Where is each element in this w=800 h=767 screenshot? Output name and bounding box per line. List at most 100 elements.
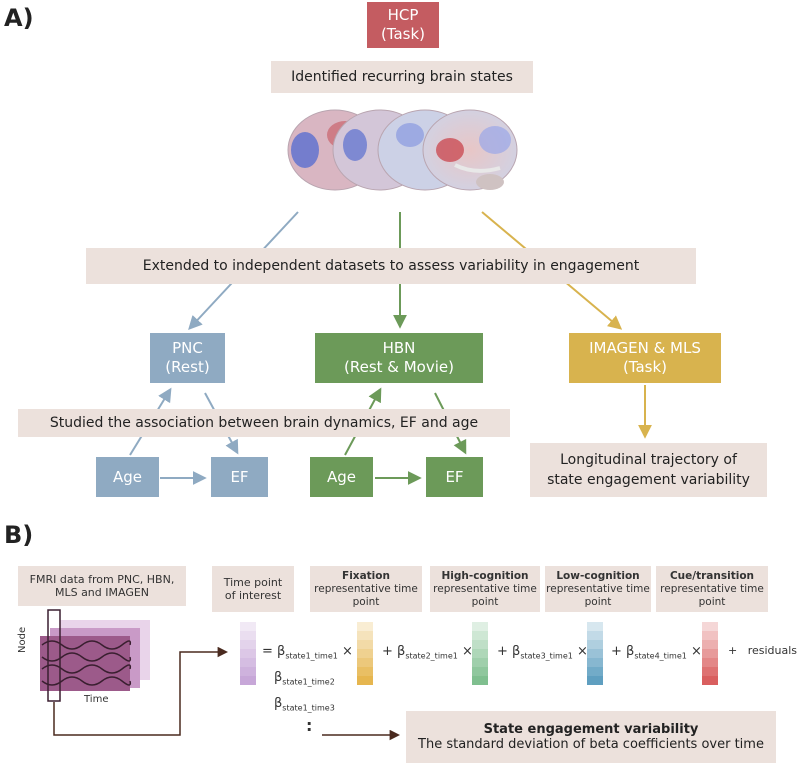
brain-slices-image: [287, 109, 518, 191]
cue-transition-box: Cue/transition representative time point: [656, 566, 768, 612]
low-cognition-column-cell: [587, 622, 603, 631]
panel-b-label: B): [4, 521, 34, 549]
high-cognition-box: High-cognition representative time point: [430, 566, 540, 612]
state-engagement-box: State engagement variability The standar…: [406, 711, 776, 763]
cue-transition-column-cell: [702, 622, 718, 631]
beta-sub-2: state2_time1: [405, 651, 458, 661]
pnc-subtitle: (Rest): [165, 358, 210, 376]
cue-transition-column-cell: [702, 667, 718, 676]
equation-term-2: + βstate2_time1 ×: [382, 644, 473, 661]
state-name-high: High-cognition: [441, 569, 529, 582]
extended-datasets-box: Extended to independent datasets to asse…: [86, 248, 696, 284]
low-cognition-box: Low-cognition representative time point: [545, 566, 651, 612]
beta-sub-4: state4_time1: [634, 651, 687, 661]
low-cognition-column-cell: [587, 676, 603, 685]
beta-time2: βstate1_time2: [274, 670, 335, 687]
high-cognition-column-cell: [472, 631, 488, 640]
sev-desc: The standard deviation of beta coefficie…: [418, 737, 764, 752]
cue-transition-column-cell: [702, 658, 718, 667]
time-point-column-cell: [240, 667, 256, 676]
pnc-title: PNC: [172, 339, 203, 357]
equation-residuals: + residuals: [728, 644, 798, 657]
beta-sub-t2: state1_time2: [282, 677, 335, 687]
time-axis-label: Time: [84, 694, 109, 705]
cue-transition-column-cell: [702, 631, 718, 640]
beta-sub-t3: state1_time3: [282, 703, 335, 713]
high-cognition-column: [472, 622, 488, 685]
time-point-column-cell: [240, 649, 256, 658]
low-cognition-column-cell: [587, 667, 603, 676]
hcp-title: HCP: [387, 6, 419, 24]
equation-term-4: + βstate4_time1 ×: [611, 644, 702, 661]
state-desc-cue: representative time point: [660, 582, 764, 608]
state-name-low: Low-cognition: [556, 569, 640, 582]
cue-transition-column-cell: [702, 640, 718, 649]
pnc-box: PNC (Rest): [150, 333, 225, 383]
equation-term-3: + βstate3_time1 ×: [497, 644, 588, 661]
hbn-subtitle: (Rest & Movie): [343, 358, 454, 376]
beta-sub-3: state3_time1: [520, 651, 573, 661]
hcp-subtitle: (Task): [380, 25, 426, 43]
low-cognition-column: [587, 622, 603, 685]
high-cognition-column-cell: [472, 676, 488, 685]
fixation-column-cell: [357, 631, 373, 640]
state-name-fixation: Fixation: [342, 569, 390, 582]
imagen-mls-box: IMAGEN & MLS (Task): [569, 333, 721, 383]
state-desc-fixation: representative time point: [314, 582, 418, 608]
time-point-column-cell: [240, 640, 256, 649]
sev-title: State engagement variability: [483, 722, 699, 737]
fixation-column-cell: [357, 676, 373, 685]
high-cognition-column-cell: [472, 658, 488, 667]
high-cognition-column-cell: [472, 649, 488, 658]
identified-states-box: Identified recurring brain states: [271, 61, 533, 93]
fixation-column-cell: [357, 622, 373, 631]
time-point-box: Time point of interest: [212, 566, 294, 612]
arrow-fmri-to-equation: [53, 646, 229, 736]
fmri-timeseries-image: [40, 609, 150, 702]
fixation-box: Fixation representative time point: [310, 566, 422, 612]
low-cognition-column-cell: [587, 649, 603, 658]
node-axis-label: Node: [17, 626, 28, 653]
imagen-title: IMAGEN & MLS: [589, 339, 701, 357]
beta-time3: βstate1_time3: [274, 696, 335, 713]
cue-transition-column-cell: [702, 649, 718, 658]
pnc-ef-box: EF: [211, 457, 268, 497]
low-cognition-column-cell: [587, 658, 603, 667]
longitudinal-line2: state engagement variability: [547, 472, 750, 488]
cue-transition-column-cell: [702, 676, 718, 685]
hcp-box: HCP (Task): [367, 2, 439, 48]
time-point-column-cell: [240, 622, 256, 631]
equation-term-1: = βstate1_time1 ×: [262, 644, 353, 661]
hbn-box: HBN (Rest & Movie): [315, 333, 483, 383]
time-point-column-cell: [240, 676, 256, 685]
tpoi-line1: Time point: [223, 576, 283, 589]
fixation-column-cell: [357, 649, 373, 658]
time-point-column-cell: [240, 631, 256, 640]
hbn-ef-box: EF: [426, 457, 483, 497]
pnc-age-box: Age: [96, 457, 159, 497]
high-cognition-column-cell: [472, 667, 488, 676]
state-desc-low: representative time point: [546, 582, 650, 608]
fixation-column: [357, 622, 373, 685]
cue-transition-column: [702, 622, 718, 685]
ellipsis-dots: :: [306, 716, 313, 735]
time-point-column: [240, 622, 256, 685]
state-desc-high: representative time point: [433, 582, 537, 608]
residuals-label: residuals: [747, 644, 798, 657]
hbn-title: HBN: [382, 339, 416, 357]
studied-association-box: Studied the association between brain dy…: [18, 409, 510, 437]
beta-sub-1: state1_time1: [285, 651, 338, 661]
vector-columns: [240, 622, 718, 685]
fixation-column-cell: [357, 667, 373, 676]
fmri-data-box: FMRI data from PNC, HBN, MLS and IMAGEN: [18, 566, 186, 606]
hbn-age-box: Age: [310, 457, 373, 497]
low-cognition-column-cell: [587, 640, 603, 649]
longitudinal-box: Longitudinal trajectory of state engagem…: [530, 443, 767, 497]
fixation-column-cell: [357, 640, 373, 649]
time-point-column-cell: [240, 658, 256, 667]
fixation-column-cell: [357, 658, 373, 667]
state-name-cue: Cue/transition: [669, 569, 755, 582]
imagen-subtitle: (Task): [622, 358, 668, 376]
high-cognition-column-cell: [472, 622, 488, 631]
